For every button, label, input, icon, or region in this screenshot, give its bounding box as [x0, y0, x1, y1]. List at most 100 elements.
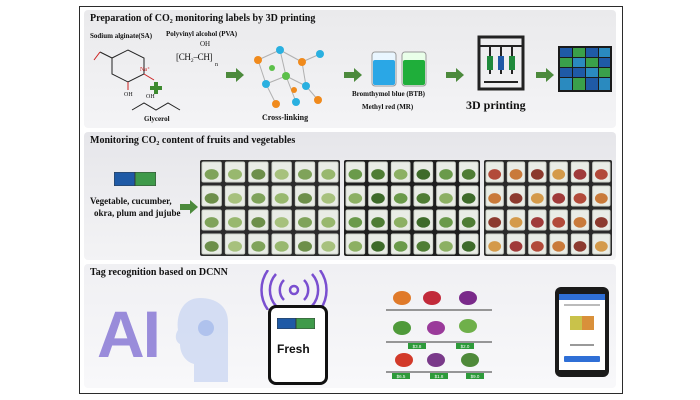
arrow-right-icon — [446, 68, 464, 82]
produce-photo-grid-vegetables — [200, 160, 340, 256]
produce-item — [395, 353, 413, 367]
produce-item — [439, 241, 453, 252]
pva-chain: [CH₂–CH] — [176, 52, 213, 62]
produce-item — [488, 217, 502, 228]
produce-item — [439, 193, 453, 204]
produce-item — [348, 193, 363, 204]
produce-item — [321, 169, 336, 180]
glycerol-structure — [131, 102, 181, 111]
produce-item — [204, 217, 219, 228]
crosslink-label: Cross-linking — [262, 113, 309, 122]
glycerol-oh-label: OH — [146, 94, 155, 100]
produce-item — [321, 193, 336, 204]
produce-item — [552, 169, 566, 180]
fresh-label: Fresh — [277, 342, 310, 356]
arrow-right-icon — [180, 200, 198, 214]
produce-item — [427, 321, 445, 335]
produce-item — [204, 169, 219, 180]
produce-item — [228, 217, 242, 228]
arrow-right-icon — [344, 68, 362, 82]
produce-item — [439, 169, 453, 180]
produce-item — [348, 169, 363, 180]
btb-label: Bromthymol blue (BTB) — [352, 90, 425, 98]
produce-item — [298, 241, 312, 252]
produce-item — [348, 241, 363, 252]
produce-item — [552, 241, 566, 252]
produce-item — [573, 241, 587, 252]
produce-item — [298, 169, 312, 180]
beakers-icon — [371, 51, 427, 87]
produce-item — [461, 193, 476, 204]
produce-item — [509, 169, 523, 180]
glycerol-label: Glycerol — [144, 115, 170, 123]
mr-label: Methyl red (MR) — [362, 103, 414, 111]
sa-oh-label: OH — [124, 92, 133, 98]
produce-item — [393, 193, 408, 204]
produce-item — [488, 241, 502, 252]
produce-item — [461, 241, 476, 252]
produce-item — [393, 217, 408, 228]
arrow-right-icon — [226, 68, 244, 82]
sodium-alginate-structure — [93, 49, 155, 90]
produce-photo-grid-fruit — [484, 160, 612, 256]
co2-tag-icon — [277, 318, 315, 329]
pva-chain-text: CH₂–CH — [178, 52, 210, 62]
produce-item — [204, 193, 219, 204]
produce-item — [552, 217, 566, 228]
produce-label-line1: Vegetable, cucumber, — [90, 196, 172, 206]
produce-item — [459, 319, 477, 333]
printer-3d-icon — [477, 35, 525, 91]
produce-item — [461, 169, 476, 180]
wifi-signal-icon — [260, 270, 328, 310]
produce-item — [298, 217, 312, 228]
produce-item — [371, 241, 385, 252]
panel-preparation: Preparation of CO₂ monitoring labels by … — [84, 10, 616, 128]
produce-item — [298, 193, 312, 204]
ai-head-silhouette-icon — [175, 298, 228, 382]
produce-item — [573, 193, 587, 204]
produce-item — [509, 193, 523, 204]
produce-item — [439, 217, 453, 228]
produce-item — [251, 241, 266, 252]
produce-item — [251, 169, 266, 180]
produce-item — [459, 291, 477, 305]
produce-item — [427, 353, 445, 367]
produce-item — [416, 193, 431, 204]
produce-item — [488, 193, 502, 204]
produce-item — [423, 291, 441, 305]
price-tag — [466, 373, 484, 379]
produce-item — [530, 241, 544, 252]
produce-item — [371, 217, 385, 228]
produce-item — [393, 321, 411, 335]
price-tag-text: $6.5 — [397, 374, 406, 379]
produce-item — [530, 217, 544, 228]
price-tag — [392, 373, 410, 379]
produce-item — [348, 217, 363, 228]
price-tag — [408, 343, 426, 349]
produce-item — [509, 241, 523, 252]
produce-item — [594, 217, 608, 228]
price-tag-text: $3.8 — [413, 344, 422, 349]
pva-n-label: n — [215, 62, 218, 68]
panel3-title: Tag recognition based on DCNN — [90, 267, 228, 278]
produce-item — [274, 169, 289, 180]
produce-item — [573, 169, 587, 180]
produce-item — [509, 217, 523, 228]
produce-item — [416, 241, 431, 252]
produce-shelves-image: $3.8$2.0$6.5$1.8$9.0 — [386, 291, 492, 379]
panel2-title: Monitoring CO₂ content of fruits and veg… — [90, 135, 296, 146]
produce-item — [274, 193, 289, 204]
produce-item — [530, 169, 544, 180]
plus-icon — [150, 82, 162, 94]
panel1-title: Preparation of CO₂ monitoring labels by … — [90, 13, 316, 24]
printed-labels-image — [558, 46, 612, 92]
price-tag — [430, 373, 448, 379]
produce-item — [371, 193, 385, 204]
produce-item — [371, 169, 385, 180]
produce-item — [204, 241, 219, 252]
sa-label: Sodium alginate(SA) — [90, 32, 153, 40]
printing-label: 3D printing — [466, 98, 526, 112]
price-tag — [456, 343, 474, 349]
produce-item — [552, 193, 566, 204]
produce-item — [228, 193, 242, 204]
